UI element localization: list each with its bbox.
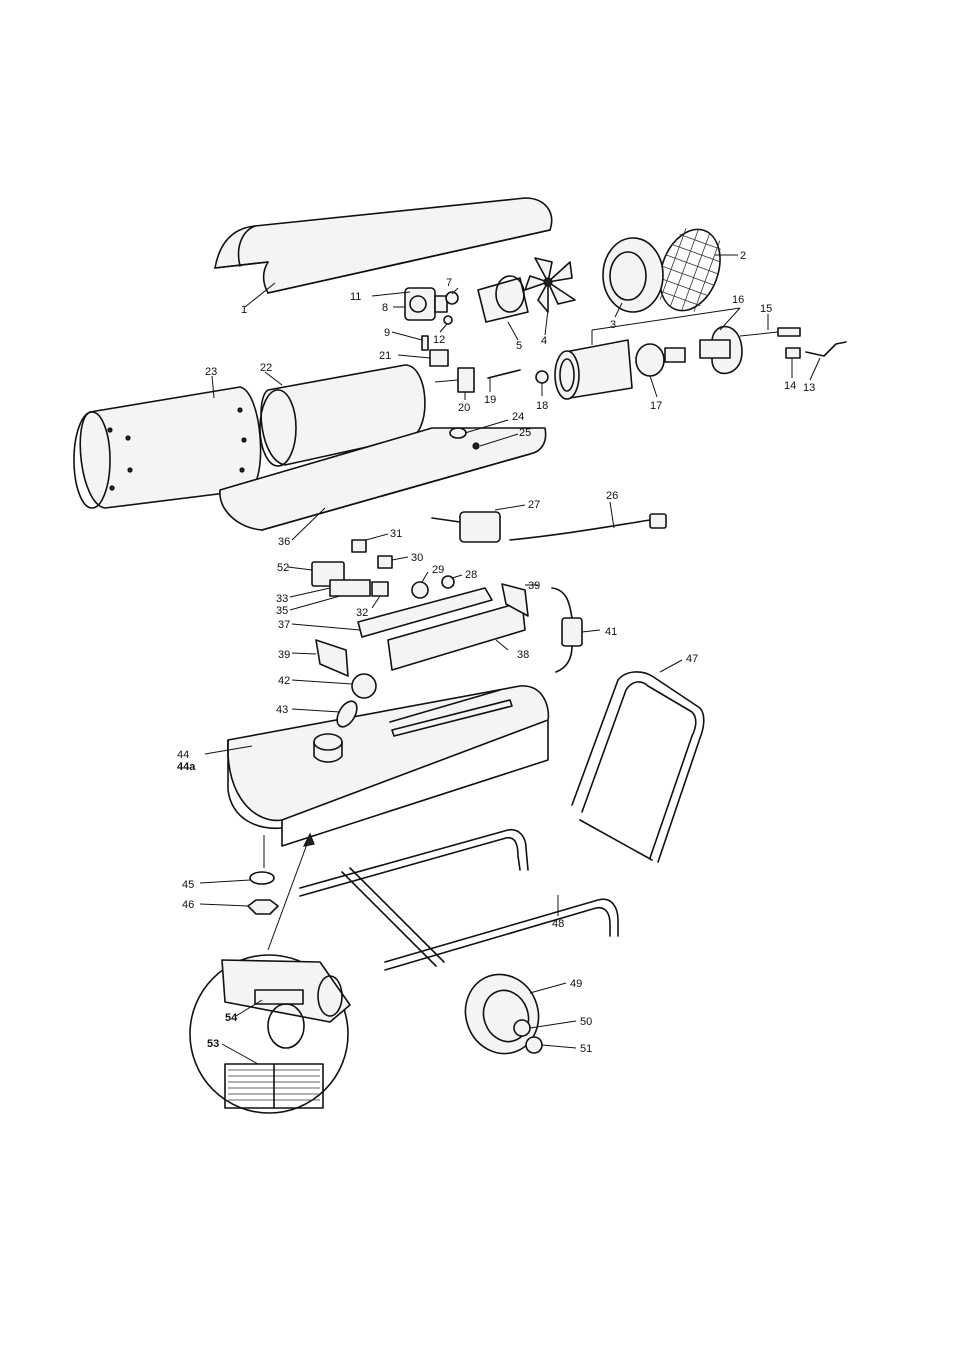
callout-4: 4: [541, 335, 547, 347]
top-cover-part: [214, 197, 553, 308]
fan-housing-part: [602, 237, 664, 318]
fan-blade-part: [524, 257, 576, 336]
callout-18: 18: [536, 400, 548, 412]
callout-29: 29: [432, 564, 444, 576]
callout-38: 38: [517, 649, 529, 661]
callout-12: 12: [433, 334, 445, 346]
fuel-tank-part: [204, 673, 550, 868]
callout-50: 50: [580, 1016, 592, 1028]
callout-27: 27: [528, 499, 540, 511]
ignition-parts: [739, 314, 847, 381]
callout-33: 33: [276, 593, 288, 605]
callout-45: 45: [182, 879, 194, 891]
callout-52: 52: [277, 562, 289, 574]
callout-51: 51: [580, 1043, 592, 1055]
detail-inset: [189, 832, 351, 1114]
callout-32: 32: [356, 607, 368, 619]
callout-5: 5: [516, 340, 522, 352]
callout-15: 15: [760, 303, 772, 315]
front-grille-part: [658, 227, 738, 313]
callout-43: 43: [276, 704, 288, 716]
callout-48: 48: [552, 918, 564, 930]
fuel-filter-part: [551, 587, 601, 673]
drain-plug-parts: [199, 871, 279, 915]
callout-53: 53: [207, 1038, 219, 1050]
callout-37: 37: [278, 619, 290, 631]
callout-39-left: 39: [278, 649, 290, 661]
callout-9: 9: [384, 327, 390, 339]
callout-14: 14: [784, 380, 796, 392]
callout-16: 16: [732, 294, 744, 306]
callout-13: 13: [803, 382, 815, 394]
callout-17: 17: [650, 400, 662, 412]
wheel-part: [464, 973, 577, 1055]
combustion-cylinder-part: [259, 364, 426, 467]
callout-24: 24: [512, 411, 524, 423]
control-panel-parts: [291, 583, 538, 677]
callout-26: 26: [606, 490, 618, 502]
control-parts: [287, 533, 463, 611]
callout-8: 8: [382, 302, 388, 314]
lower-cover-part: [219, 419, 547, 541]
callout-25: 25: [519, 427, 531, 439]
callout-labels: 1 2 3 4 5 7 8 9 11 12 13 14 15 16 17 18 …: [177, 250, 815, 1055]
callout-3: 3: [610, 319, 616, 331]
burner-small-parts: [397, 349, 549, 400]
callout-28: 28: [465, 569, 477, 581]
callout-54: 54: [225, 1012, 238, 1024]
callout-47: 47: [686, 653, 698, 665]
callout-44: 44: [177, 749, 189, 761]
callout-11: 11: [350, 291, 361, 303]
pump-assembly-part: [371, 287, 459, 351]
callout-44a: 44a: [177, 761, 196, 773]
callout-31: 31: [390, 528, 402, 540]
transformer-part: [431, 501, 667, 543]
base-frame-part: [299, 828, 619, 971]
vent-grille: [224, 1063, 324, 1109]
callout-21: 21: [379, 350, 391, 362]
callout-2: 2: [740, 250, 746, 262]
handle-frame-part: [571, 659, 705, 863]
callout-35: 35: [276, 605, 288, 617]
callout-20: 20: [458, 402, 470, 414]
callout-19: 19: [484, 394, 496, 406]
callout-30: 30: [411, 552, 423, 564]
callout-41: 41: [605, 626, 617, 638]
motor-part: [477, 275, 529, 341]
callout-42: 42: [278, 675, 290, 687]
callout-39-right: 39: [528, 580, 540, 592]
callout-7: 7: [446, 277, 452, 289]
callout-23: 23: [205, 366, 217, 378]
callout-1: 1: [241, 304, 247, 316]
burner-assembly-part: [554, 307, 743, 400]
callout-36: 36: [278, 536, 290, 548]
callout-22: 22: [260, 362, 272, 374]
callout-46: 46: [182, 899, 194, 911]
callout-49: 49: [570, 978, 582, 990]
